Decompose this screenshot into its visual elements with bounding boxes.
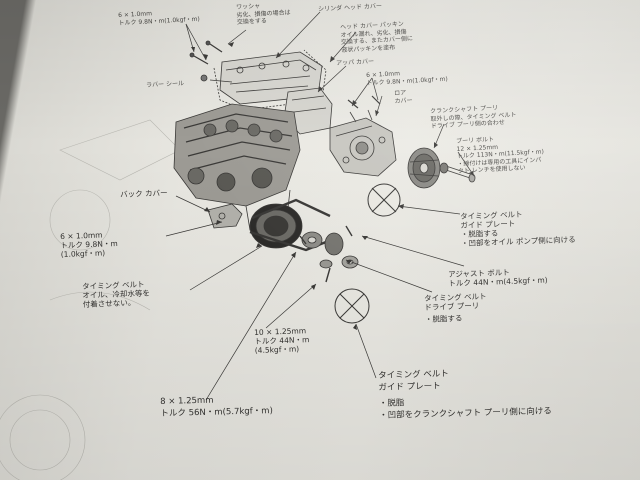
- guide-plate-lower-shape: [334, 288, 370, 324]
- crankshaft-pulley-shape: [407, 147, 441, 189]
- label-guide-plate-lower: タイミング ベルト ガイド プレート ・脱脂 ・凹部をクランクシャフト プーリ側…: [378, 365, 552, 422]
- label-pulley-bolt: プーリ ボルト 12 × 1.25mm トルク 113N・m(11.5kgf・m…: [456, 133, 545, 175]
- label-guide-plate-upper: タイミング ベルト ガイド プレート ・脱脂する ・凹部をオイル ポンプ側に向け…: [460, 208, 576, 248]
- small-bolts: [189, 40, 381, 283]
- label-bolt-10: 10 × 1.25mm トルク 44N・m (4.5kgf・m): [254, 326, 310, 355]
- leader-lines: [165, 11, 475, 401]
- label-timing-belt: タイミング ベルト オイル、冷却水等を 付着させない。: [82, 280, 150, 309]
- drive-pulley-shape: [319, 232, 359, 269]
- label-bolt-6x1: 6 × 1.0mm トルク 9.8N・m (1.0kgf・m): [60, 230, 118, 259]
- timing-belt-shape: [249, 198, 337, 252]
- label-adjust-bolt: アジャスト ボルト トルク 44N・m(4.5kgf・m): [448, 267, 548, 288]
- label-head-cover-packing: ヘッド カバー パッキン オイル漏れ、劣化、損傷 交換する、またカバー側に 液状…: [340, 20, 413, 54]
- label-crankshaft-pulley: クランクシャフト プーリ 取外しの際、タイミング ベルト ドライブ プーリ側の合…: [430, 104, 517, 131]
- oil-pump-housing: [329, 109, 397, 177]
- label-washer: ワッシャ 劣化、損傷の場合は 交換をする: [236, 1, 291, 26]
- label-back-cover: バック カバー: [120, 188, 168, 199]
- tensioner-pulley-shape: [301, 231, 323, 249]
- label-bolt-8: 8 × 1.25mm トルク 56N・m(5.7kgf・m): [160, 393, 273, 420]
- engine-block: [173, 103, 301, 231]
- drive-pulley-line-2: ドライブ プーリ: [424, 301, 480, 312]
- bolt-10-kgf: (4.5kgf・m): [254, 344, 300, 355]
- back-cover-title: バック カバー: [120, 188, 168, 199]
- leader-arrows: [191, 42, 474, 330]
- lower-cover-line-2: カバー: [394, 96, 413, 105]
- back-cover-shape: [207, 203, 243, 229]
- guide-plate-upper-shape: [367, 183, 401, 217]
- label-lower-cover: ロア カバー: [394, 89, 413, 105]
- pulley-bolt-shape: [439, 162, 476, 183]
- label-drive-pulley: タイミング ベルト ドライブ プーリ ・脱脂する: [424, 292, 487, 324]
